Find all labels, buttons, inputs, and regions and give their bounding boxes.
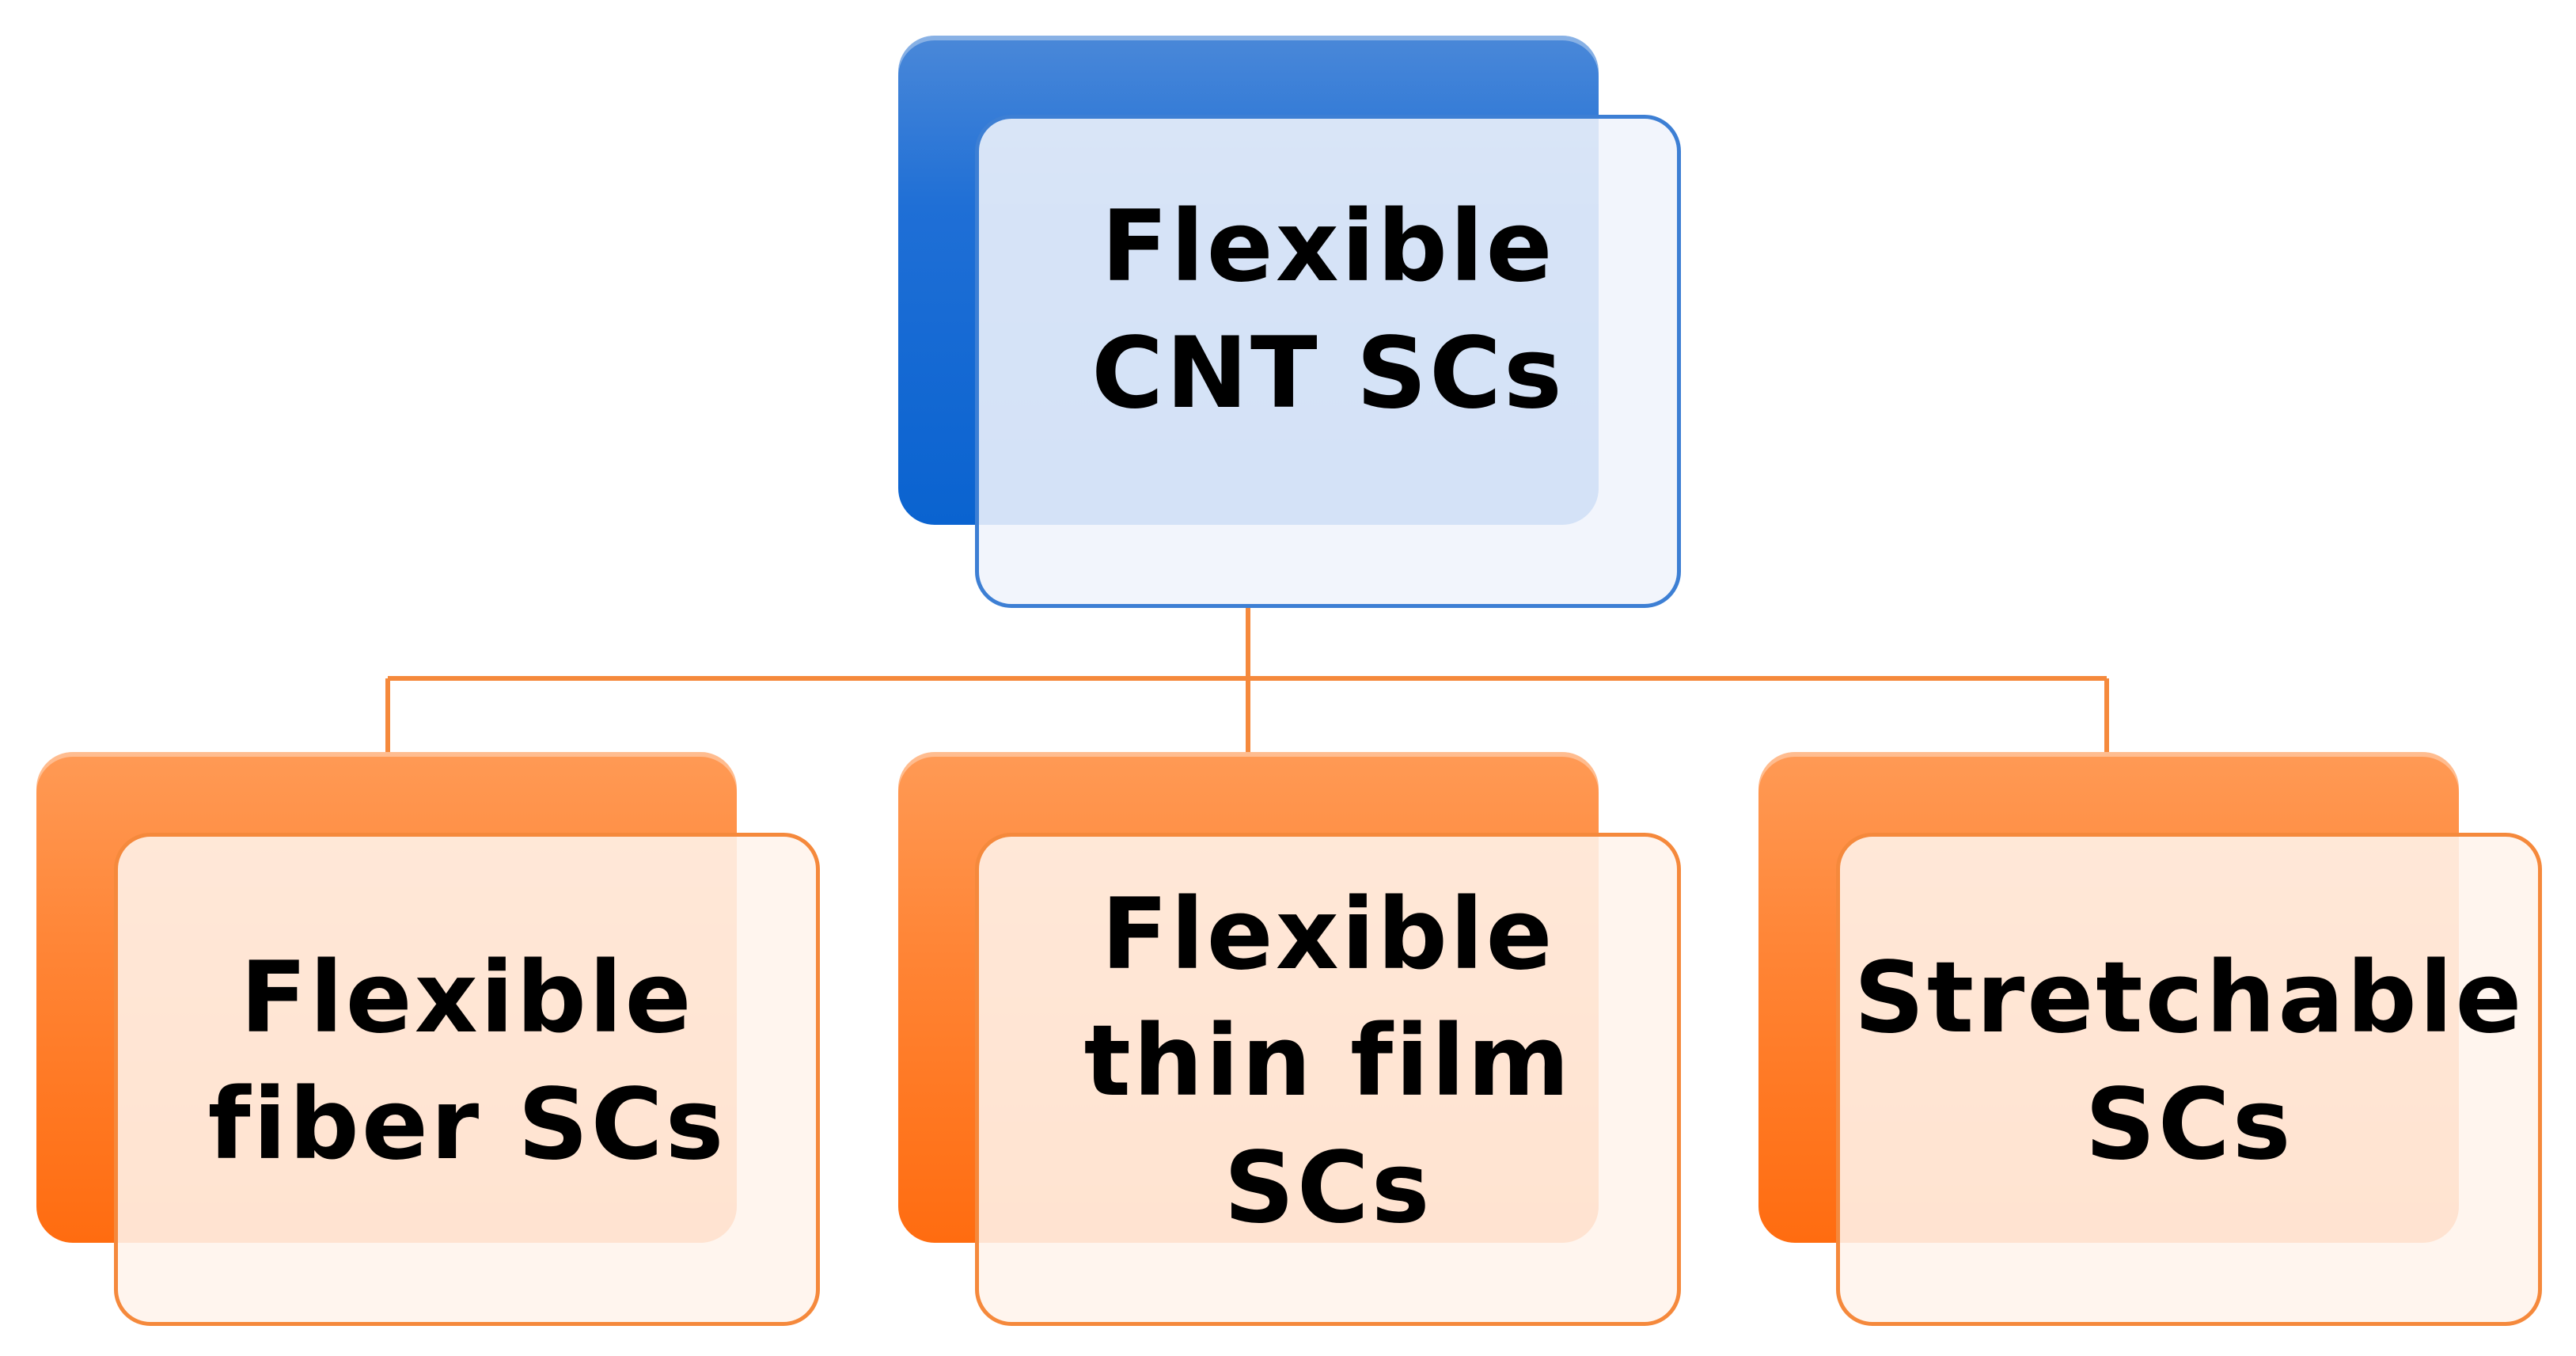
child-node-fiber-front-card: Flexible fiber SCs — [114, 833, 820, 1326]
root-node-front-card: Flexible CNT SCs — [975, 115, 1681, 608]
child-node-stretchable-front-card: Stretchable SCs — [1836, 833, 2542, 1326]
root-node-label: Flexible CNT SCs — [1091, 189, 1565, 431]
child-node-stretchable-label: Stretchable SCs — [1853, 941, 2525, 1182]
child-node-thin-film-front-card: Flexible thin film SCs — [975, 833, 1681, 1326]
child-node-fiber-label: Flexible fiber SCs — [207, 941, 727, 1182]
child-node-thin-film-label: Flexible thin film SCs — [1083, 878, 1573, 1245]
